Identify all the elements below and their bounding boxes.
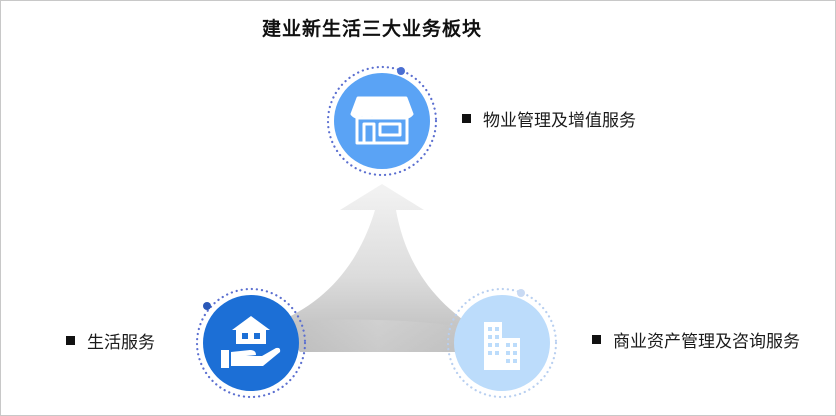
label-text: 物业管理及增值服务: [483, 111, 636, 131]
bullet-square: [462, 114, 471, 123]
label-property-management: 物业管理及增值服务: [462, 106, 636, 131]
house-in-hand-icon: [221, 316, 281, 368]
office-building-icon: [484, 322, 520, 370]
label-text: 生活服务: [87, 333, 155, 353]
upward-arrow: [278, 184, 478, 352]
storefront-icon: [350, 96, 414, 145]
label-commercial-asset-management: 商业资产管理及咨询服务: [592, 327, 800, 352]
label-text: 商业资产管理及咨询服务: [613, 332, 800, 352]
bullet-square: [592, 335, 601, 344]
node-right: [446, 287, 558, 399]
node-top: [326, 65, 438, 177]
diagram-title: 建业新生活三大业务板块: [261, 18, 482, 40]
label-life-services: 生活服务: [66, 328, 155, 353]
arrow-base: [278, 319, 478, 352]
bullet-square: [66, 336, 75, 345]
node-left: [195, 287, 307, 399]
